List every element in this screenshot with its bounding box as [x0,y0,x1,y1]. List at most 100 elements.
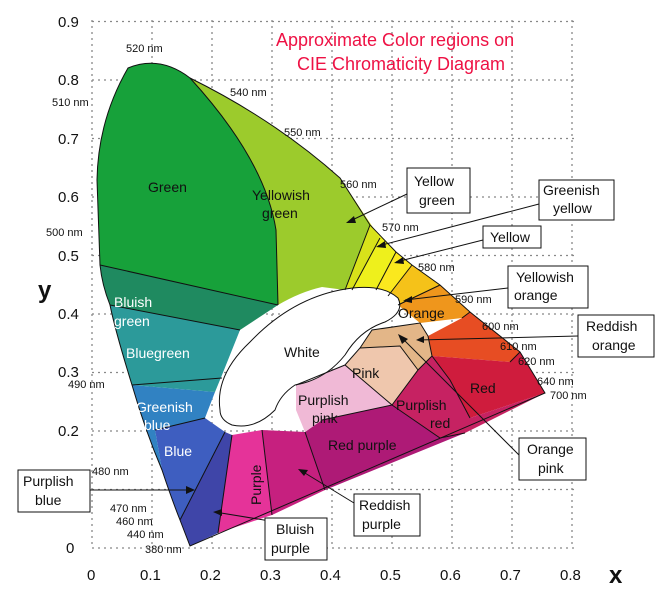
region-red [432,352,545,418]
x-axis-label: x [609,562,623,589]
label-bluish-green-1: Bluish [114,294,152,310]
region-green [97,63,278,305]
region-yellow-green [340,178,380,290]
region-reddish-purple [262,430,325,515]
region-purple [218,430,272,533]
label-purplish-red-2: red [430,415,450,431]
label-green: Green [148,179,187,195]
callout-bluish-purple: Bluish purple [264,517,328,561]
region-orange-pink [360,323,432,370]
svg-text:pink: pink [538,460,565,476]
x-tick-labels: 0 0.1 0.2 0.3 0.4 0.5 0.6 0.7 0.8 [87,567,581,584]
label-blue: Blue [164,443,192,459]
label-purplish-pink-2: pink [312,410,339,426]
callout-yellow: Yellow [482,225,542,249]
svg-text:Greenish: Greenish [543,182,600,198]
wl-620: 620 nm [518,356,555,368]
y-tick: 0.8 [58,72,79,89]
wl-490: 490 nm [68,379,105,391]
svg-text:orange: orange [514,287,558,303]
x-tick: 0 [87,567,95,584]
svg-text:Yellowish: Yellowish [516,269,574,285]
label-purplish-pink-1: Purplish [298,392,349,408]
color-regions [97,63,545,546]
region-pink [345,346,418,405]
wl-590: 590 nm [455,294,492,306]
wl-550: 550 nm [284,127,321,139]
x-tick: 0.2 [200,567,221,584]
svg-text:Bluish: Bluish [276,521,314,537]
y-axis-label: y [38,277,52,304]
region-bluish-green [100,265,278,330]
wl-560: 560 nm [340,179,377,191]
x-tick: 0.8 [560,567,581,584]
diagram-title: Approximate Color regions on CIE Chromat… [276,30,514,74]
label-bluegreen: Bluegreen [126,345,190,361]
svg-text:orange: orange [592,337,636,353]
x-tick: 0.6 [440,567,461,584]
region-white [218,286,401,427]
y-tick: 0.5 [58,248,79,265]
wl-480: 480 nm [92,466,129,478]
svg-text:Yellow: Yellow [490,229,531,245]
region-purplish-blue [180,432,232,546]
region-red-purple [305,405,465,490]
svg-text:Yellow: Yellow [414,173,455,189]
wl-700: 700 nm [550,390,587,402]
label-pink: Pink [352,365,380,381]
wl-570: 570 nm [382,222,419,234]
callout-purplish-blue: Purplish blue [17,469,91,513]
wl-470: 470 nm [110,503,147,515]
label-bluish-green-2: green [114,313,150,329]
callout-orange-pink: Orange pink [518,437,587,481]
title-line-1: Approximate Color regions on [276,30,514,50]
callout-arrowheads [186,216,424,516]
svg-text:purple: purple [362,516,401,532]
label-white: White [284,344,320,360]
svg-text:Purplish: Purplish [23,473,74,489]
y-tick: 0 [66,540,74,557]
y-tick: 0.6 [58,189,79,206]
callout-leaders [90,193,579,524]
x-tick: 0.1 [140,567,161,584]
label-greenish-blue-1: Greenish [136,399,193,415]
svg-text:green: green [419,192,455,208]
wl-600: 600 nm [482,321,519,333]
callout-reddish-purple: Reddish purple [353,493,421,537]
title-line-2: CIE Chromaticity Diagram [297,54,505,74]
region-yellowish-green [190,78,370,305]
region-orange [398,285,470,323]
svg-text:Reddish: Reddish [359,497,410,513]
y-tick-labels: 0 0.2 0.3 0.4 0.5 0.6 0.7 0.8 0.9 [58,14,79,557]
callout-reddish-orange: Reddish orange [577,314,655,358]
callout-greenish-yellow: Greenish yellow [538,179,615,221]
wl-460: 460 nm [116,516,153,528]
wl-640: 640 nm [537,376,574,388]
wavelength-labels: 520 nm 510 nm 540 nm 550 nm 560 nm 570 n… [46,43,587,556]
y-tick: 0.7 [58,131,79,148]
region-purplish-red [392,356,545,438]
region-bluegreen [110,305,240,392]
callout-yellow-green: Yellow green [406,167,471,214]
wl-500: 500 nm [46,227,83,239]
label-greenish-blue-2: blue [144,417,171,433]
svg-text:Reddish: Reddish [586,318,637,334]
y-tick: 0.9 [58,14,79,31]
label-purplish-red-1: Purplish [396,397,447,413]
y-tick: 0.4 [58,306,79,323]
svg-text:Orange: Orange [527,441,574,457]
x-tick: 0.7 [500,567,521,584]
label-orange: Orange [398,305,445,321]
wl-510: 510 nm [52,97,89,109]
x-tick: 0.5 [380,567,401,584]
label-yellowish-green-1: Yellowish [252,187,310,203]
label-purple: Purple [248,464,264,505]
wl-520: 520 nm [126,43,163,55]
region-yellowish-orange [388,265,440,305]
region-greenish-blue [132,385,215,470]
label-red: Red [470,380,496,396]
wl-580: 580 nm [418,262,455,274]
label-red-purple: Red purple [328,437,397,453]
region-boundaries [96,62,546,547]
